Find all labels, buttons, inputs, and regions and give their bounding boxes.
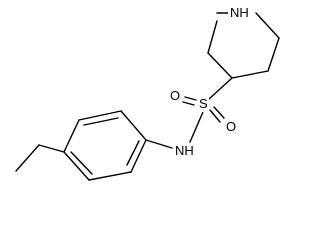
bond-s-o-right-b: [209, 109, 221, 123]
bond-aryl-inner-2: [70, 151, 93, 175]
bond-s-o-right-a: [213, 106, 225, 119]
bond-aryl-inner-3: [126, 140, 140, 166]
molecule-diagram: NH S O O NH: [15, 4, 280, 181]
oxygen-right-label-bg: [224, 119, 238, 135]
bond-aryl-2: [78, 110, 122, 121]
amide-nh-label-bg: [173, 143, 197, 159]
oxygen-left-label-bg: [168, 88, 182, 104]
bond-s-o-left-a: [184, 96, 197, 101]
ring-nh-label: NH: [230, 5, 249, 20]
bond-aryl-inner-1: [83, 117, 119, 126]
bond-aryl-3: [63, 119, 80, 153]
bond-aryl-5: [88, 171, 132, 181]
sulfur-label-bg: [197, 96, 209, 112]
oxygen-right-label: O: [226, 119, 236, 134]
amide-nh-label: NH: [175, 143, 194, 158]
bond-c3-s: [208, 77, 233, 100]
structure-canvas: NH S O O NH: [15, 4, 280, 181]
bond-ring-2: [255, 12, 280, 39]
bond-s-o-left-b: [182, 101, 195, 106]
bond-aryl-6: [130, 139, 147, 173]
bond-aryl-1: [120, 110, 147, 141]
bond-s-nh: [189, 111, 204, 143]
bond-ethyl-2: [15, 144, 40, 172]
bond-aryl-4: [63, 151, 90, 181]
bond-ring-6: [207, 20, 218, 54]
bond-ring-4: [231, 70, 269, 79]
ring-nh-label-bg: [228, 4, 252, 20]
bond-ring-3: [267, 37, 280, 72]
bond-ethyl-1: [38, 144, 65, 153]
bond-nh-aryl: [145, 139, 173, 149]
sulfur-label: S: [199, 96, 208, 111]
bond-ring-5: [207, 52, 233, 79]
oxygen-left-label: O: [170, 88, 180, 103]
